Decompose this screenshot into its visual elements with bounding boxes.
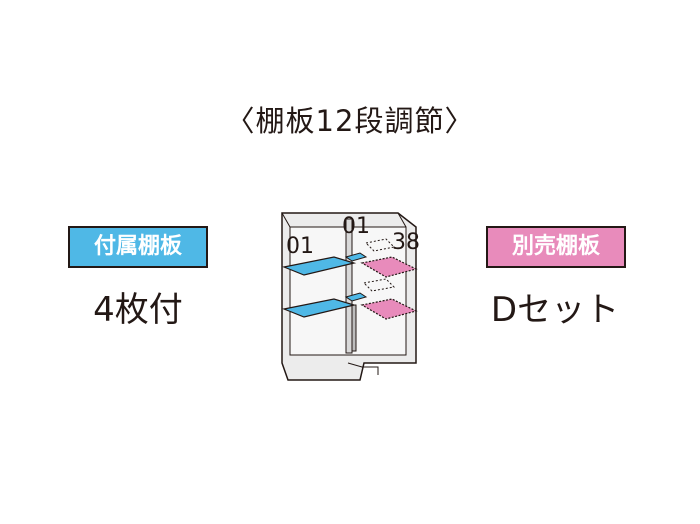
included-shelf-lower [281, 298, 357, 318]
included-shelf-upper [281, 256, 357, 276]
separate-shelf-upper [360, 256, 418, 278]
page-title: 〈棚板12段調節〉 [225, 104, 475, 138]
separate-shelf-lower [360, 298, 418, 320]
shed-shelf-diagram: 01 01 38 [281, 212, 420, 381]
included-shelf-count: 4枚付 [93, 290, 183, 330]
separate-shelf-badge: 別売棚板 [486, 226, 626, 268]
label-left-01: 01 [286, 234, 314, 259]
separate-shelf-set: Dセット [490, 290, 620, 330]
door-opening [347, 362, 379, 375]
center-post [345, 218, 353, 354]
label-right-38: 38 [392, 230, 420, 255]
label-mid-01: 01 [342, 214, 370, 239]
included-shelf-badge: 付属棚板 [68, 226, 208, 268]
